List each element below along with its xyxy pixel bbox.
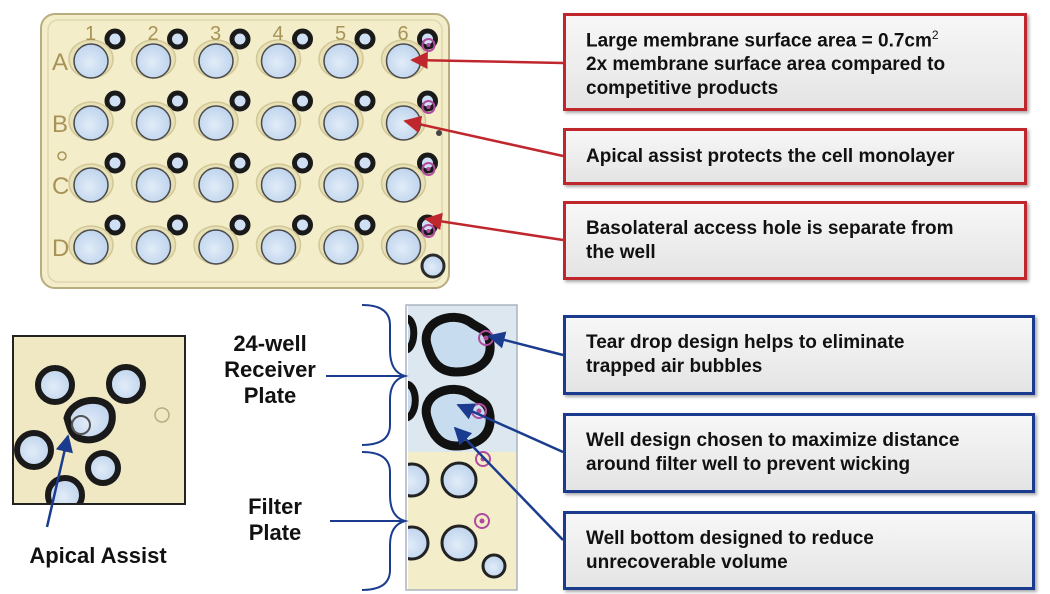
- label-line: Plate: [248, 520, 302, 545]
- plate-well: [68, 152, 126, 203]
- column-label: 6: [398, 23, 409, 45]
- callout-membrane-area: Large membrane surface area = 0.7cm2 2x …: [563, 13, 1027, 111]
- callout-line: competitive products: [586, 78, 779, 100]
- callout-apical-assist: Apical assist protects the cell monolaye…: [563, 128, 1027, 185]
- callout-line: unrecoverable volume: [586, 551, 788, 573]
- plate-well: [68, 28, 126, 79]
- plate-well: [130, 214, 188, 265]
- receiver-plate-label: 24-well Receiver Plate: [210, 331, 330, 409]
- callout-line: around filter well to prevent wicking: [586, 454, 911, 475]
- plate-well: [193, 28, 251, 79]
- label-line: Filter: [248, 494, 302, 519]
- plate-well: [255, 90, 313, 141]
- top-plate: A B C D 1 2 3 4 5 6: [40, 13, 450, 289]
- callout-line: Apical assist protects the cell monolaye…: [586, 145, 955, 167]
- plate-well: [318, 214, 376, 265]
- plate-well: [255, 152, 313, 203]
- callout-well-design: Well design chosen to maximize distance …: [563, 413, 1035, 493]
- callout-basolateral: Basolateral access hole is separate from…: [563, 201, 1027, 280]
- column-label: 4: [273, 23, 284, 45]
- red-arrows: [403, 51, 564, 242]
- superscript: 2: [931, 27, 939, 42]
- callout-well-bottom: Well bottom designed to reduce unrecover…: [563, 511, 1035, 590]
- plate-well: [380, 152, 438, 203]
- row-label: C: [52, 173, 69, 200]
- callout-line: the well: [586, 241, 656, 263]
- plate-labels: A B C D 1 2 3 4 5 6: [52, 23, 409, 262]
- column-label: 5: [335, 23, 346, 45]
- plate-well: [255, 28, 313, 79]
- column-label: 3: [210, 23, 221, 45]
- row-label: A: [52, 49, 68, 76]
- plate-well: [130, 28, 188, 79]
- column-label: 2: [148, 23, 159, 45]
- plate-well: [130, 152, 188, 203]
- pin-hole: [436, 130, 442, 136]
- callout-line: Basolateral access hole is separate from: [586, 217, 954, 239]
- plate-wells: [68, 28, 438, 265]
- side-plate: [405, 304, 518, 591]
- apical-assist-zoom: [12, 335, 186, 505]
- apical-assist-label: Apical Assist: [29, 543, 167, 568]
- row-label: D: [52, 235, 69, 262]
- plate-well: [318, 90, 376, 141]
- label-line: 24-well: [233, 331, 307, 356]
- blue-arrows: [45, 331, 564, 541]
- label-line: Receiver: [224, 357, 316, 382]
- plate-well: [130, 90, 188, 141]
- plate-well: [193, 90, 251, 141]
- corner-well: [420, 253, 446, 279]
- callout-line: 2x membrane surface area compared to: [586, 54, 946, 76]
- pin-hole: [57, 151, 67, 161]
- plate-well: [193, 152, 251, 203]
- plate-well: [193, 214, 251, 265]
- callout-line: Well design chosen to maximize distance: [586, 430, 960, 451]
- callout-tear-drop: Tear drop design helps to eliminate trap…: [563, 315, 1035, 395]
- plate-well: [68, 214, 126, 265]
- plate-well: [318, 152, 376, 203]
- plate-well: [318, 28, 376, 79]
- callout-line: trapped air bubbles: [586, 356, 763, 377]
- row-label: B: [52, 111, 68, 138]
- plate-well: [255, 214, 313, 265]
- callout-text: Large membrane surface area = 0.7cm: [586, 30, 932, 52]
- label-line: Plate: [243, 383, 297, 408]
- callout-line: Tear drop design helps to eliminate: [586, 332, 905, 353]
- filter-plate-label: Filter Plate: [220, 494, 330, 546]
- callout-line: Well bottom designed to reduce: [586, 527, 874, 549]
- callout-line: Large membrane surface area = 0.7cm2: [586, 23, 1014, 53]
- plate-well: [68, 90, 126, 141]
- braces: [326, 304, 409, 591]
- column-label: 1: [85, 23, 96, 45]
